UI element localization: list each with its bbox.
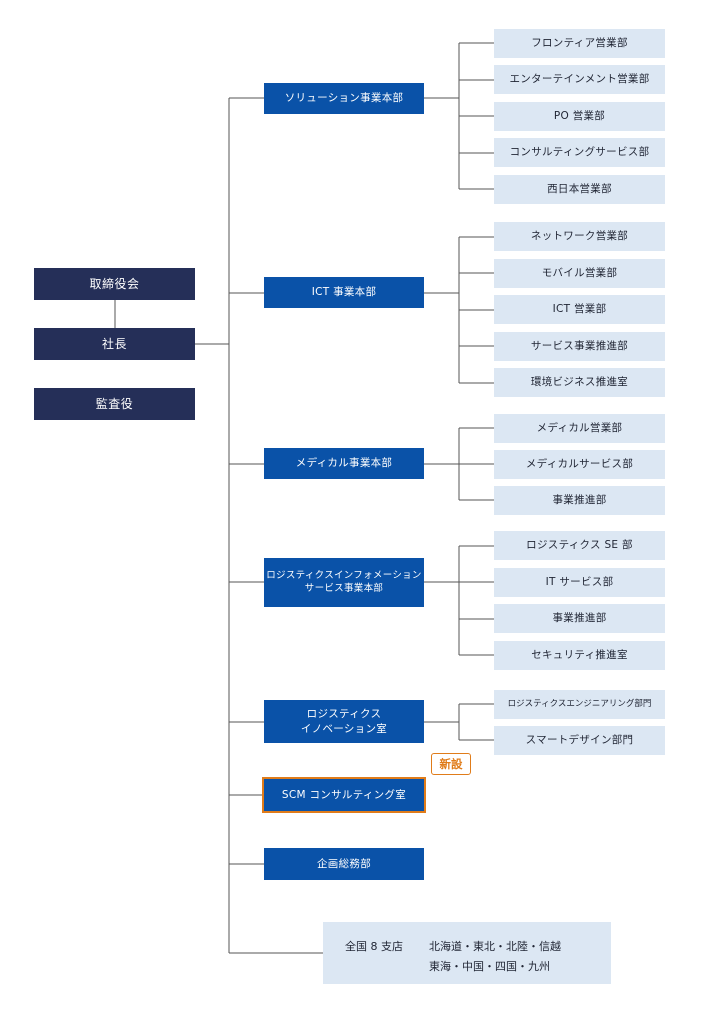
- department-label: ロジスティクスエンジニアリング部門: [507, 698, 652, 709]
- department-box: セキュリティ推進室: [494, 641, 665, 670]
- division-planning-label: 企画総務部: [317, 857, 371, 870]
- department-label: ICT 営業部: [552, 303, 607, 316]
- board-of-directors-box: 取締役会: [34, 268, 195, 300]
- new-badge: 新設: [431, 753, 471, 775]
- division-medical-label: メディカル事業本部: [295, 457, 393, 470]
- department-label: 環境ビジネス推進室: [530, 376, 629, 389]
- division-solution: ソリューション事業本部: [264, 83, 424, 114]
- division-medical: メディカル事業本部: [264, 448, 424, 479]
- department-label: フロンティア営業部: [531, 37, 628, 50]
- department-label: メディカルサービス部: [525, 458, 634, 471]
- department-label: 事業推進部: [552, 494, 607, 507]
- division-scm-consulting-label: SCM コンサルティング室: [281, 788, 407, 801]
- division-logistics-innovation: ロジスティクス イノベーション室: [264, 700, 424, 743]
- department-label: サービス事業推進部: [530, 340, 629, 353]
- division-logistics-innovation-label: ロジスティクス イノベーション室: [300, 708, 388, 735]
- division-solution-label: ソリューション事業本部: [284, 92, 404, 105]
- department-box: モバイル営業部: [494, 259, 665, 288]
- division-scm-consulting: SCM コンサルティング室: [262, 777, 426, 813]
- department-box: スマートデザイン部門: [494, 726, 665, 755]
- department-label: ネットワーク営業部: [530, 230, 629, 243]
- department-label: メディカル営業部: [536, 422, 623, 435]
- department-box: ロジスティクス SE 部: [494, 531, 665, 560]
- division-ict: ICT 事業本部: [264, 277, 424, 308]
- department-label: 西日本営業部: [547, 183, 612, 196]
- department-label: モバイル営業部: [541, 267, 618, 280]
- department-label: PO 営業部: [553, 110, 606, 123]
- division-logistics-information-label: ロジスティクスインフォメーション サービス事業本部: [266, 569, 422, 594]
- department-label: ロジスティクス SE 部: [526, 539, 633, 552]
- department-box: IT サービス部: [494, 568, 665, 597]
- department-label: スマートデザイン部門: [525, 734, 634, 747]
- department-box: フロンティア営業部: [494, 29, 665, 58]
- department-label: セキュリティ推進室: [531, 649, 628, 662]
- department-box: メディカルサービス部: [494, 450, 665, 479]
- auditor-label: 監査役: [95, 396, 134, 411]
- department-box: メディカル営業部: [494, 414, 665, 443]
- division-logistics-information: ロジスティクスインフォメーション サービス事業本部: [264, 558, 424, 607]
- branch-offices-label: 全国 8 支店: [345, 940, 403, 953]
- auditor-box: 監査役: [34, 388, 195, 420]
- department-box: PO 営業部: [494, 102, 665, 131]
- department-box: ロジスティクスエンジニアリング部門: [494, 690, 665, 719]
- branch-offices-box: 全国 8 支店 北海道・東北・北陸・信越 東海・中国・四国・九州: [323, 922, 611, 984]
- department-box: 西日本営業部: [494, 175, 665, 204]
- department-box: ネットワーク営業部: [494, 222, 665, 251]
- department-box: 事業推進部: [494, 486, 665, 515]
- department-box: 事業推進部: [494, 604, 665, 633]
- president-label: 社長: [101, 336, 127, 351]
- division-ict-label: ICT 事業本部: [311, 286, 377, 299]
- department-box: 環境ビジネス推進室: [494, 368, 665, 397]
- division-planning: 企画総務部: [264, 848, 424, 880]
- president-box: 社長: [34, 328, 195, 360]
- branch-offices-line-2: 東海・中国・四国・九州: [429, 960, 550, 973]
- board-of-directors-label: 取締役会: [89, 276, 140, 291]
- branch-offices-line-1: 北海道・東北・北陸・信越: [429, 940, 561, 953]
- department-label: 事業推進部: [552, 612, 607, 625]
- department-box: エンターテインメント営業部: [494, 65, 665, 94]
- department-box: ICT 営業部: [494, 295, 665, 324]
- department-box: コンサルティングサービス部: [494, 138, 665, 167]
- new-badge-label: 新設: [439, 757, 463, 771]
- department-label: IT サービス部: [545, 576, 614, 589]
- department-box: サービス事業推進部: [494, 332, 665, 361]
- department-label: エンターテインメント営業部: [509, 73, 650, 86]
- department-label: コンサルティングサービス部: [509, 146, 650, 159]
